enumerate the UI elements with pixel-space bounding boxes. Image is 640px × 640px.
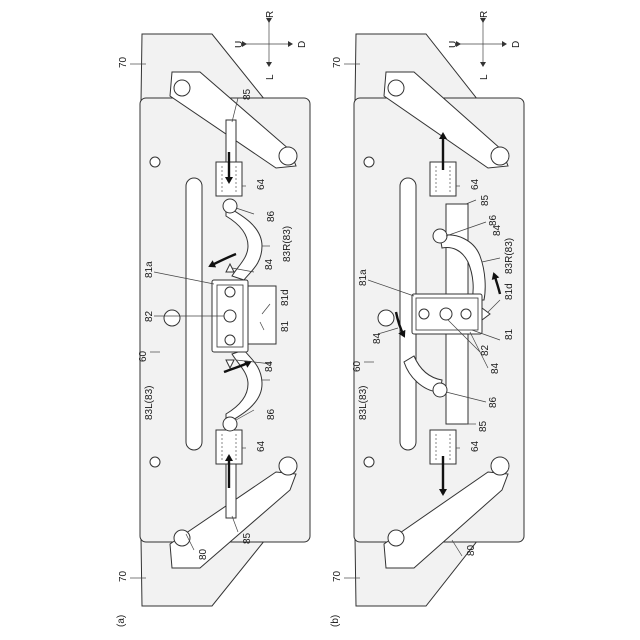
label-70-top: 70 [332,56,343,68]
label-81: 81 [280,320,291,332]
label-86-top: 86 [488,214,499,226]
hub-81-base [248,286,276,344]
link-pin [388,530,404,546]
compass-R: R [265,11,276,18]
label-60: 60 [352,360,363,372]
label-81a: 81a [358,269,369,286]
label-83R: 83R(83) [504,238,515,274]
compass-L: L [479,74,490,80]
hub-screw-82 [224,310,236,322]
label-64-top: 64 [470,178,481,190]
link-pin [491,147,509,165]
hub-screw-82 [440,308,452,320]
link-pin [491,457,509,475]
plate-hole [364,157,374,167]
label-81d: 81d [504,283,515,300]
plate-center-hole [164,310,180,326]
label-85-bottom: 85 [242,532,253,544]
link-pin [174,80,190,96]
label-84-left: 84 [372,332,383,344]
label-84-top: 84 [492,224,503,236]
panel-a: U D R L (a) 70 70 [116,11,310,627]
label-64-bottom: 64 [256,440,267,452]
label-70-bottom: 70 [332,570,343,582]
compass-R: R [479,11,490,18]
link-pin [279,457,297,475]
label-70-top: 70 [118,56,129,68]
link-pin [388,80,404,96]
hub-screw [419,309,429,319]
label-80: 80 [466,544,477,556]
label-86-bottom: 86 [266,408,277,420]
label-81a: 81a [144,261,155,278]
label-84-top: 84 [264,258,275,270]
label-70-bottom: 70 [118,570,129,582]
label-83L: 83L(83) [358,386,369,420]
guide-85-bottom [226,458,236,518]
plate-center-hole [378,310,394,326]
label-60: 60 [138,350,149,362]
label-caption-b: (b) [330,615,341,627]
hub-screw [461,309,471,319]
compass-U: U [448,41,459,48]
compass-L: L [265,74,276,80]
label-64-top: 64 [256,178,267,190]
pin-86-bottom [433,383,447,397]
plate-hole [364,457,374,467]
plate-hole [150,457,160,467]
compass-rose: U D R L [234,11,308,80]
label-86-bottom: 86 [488,396,499,408]
hub-screw [225,335,235,345]
label-caption-a: (a) [116,615,127,627]
compass-D: D [297,41,308,48]
label-82: 82 [144,310,155,322]
plate-hole [150,157,160,167]
link-pin [279,147,297,165]
label-80: 80 [198,548,209,560]
label-64-bottom: 64 [470,440,481,452]
hub-screw [225,287,235,297]
label-85-bottom: 85 [478,420,489,432]
pin-86-top [433,229,447,243]
label-86-top: 86 [266,210,277,222]
label-81: 81 [504,328,515,340]
pin-86-top [223,199,237,213]
plate-slot [186,178,202,450]
label-83R: 83R(83) [282,226,293,262]
label-82: 82 [480,344,491,356]
compass-D: D [511,41,522,48]
label-83L: 83L(83) [144,386,155,420]
compass-U: U [234,41,245,48]
pin-86-bottom [223,417,237,431]
label-84-bottom: 84 [264,360,275,372]
label-85-top: 85 [242,88,253,100]
label-84-bottom: 84 [490,362,501,374]
compass-rose: U D R L [448,11,522,80]
panel-b: U D R L (b) 70 70 64 64 [330,11,524,627]
label-81d: 81d [280,289,291,306]
link-pin [174,530,190,546]
label-85-top: 85 [480,194,491,206]
